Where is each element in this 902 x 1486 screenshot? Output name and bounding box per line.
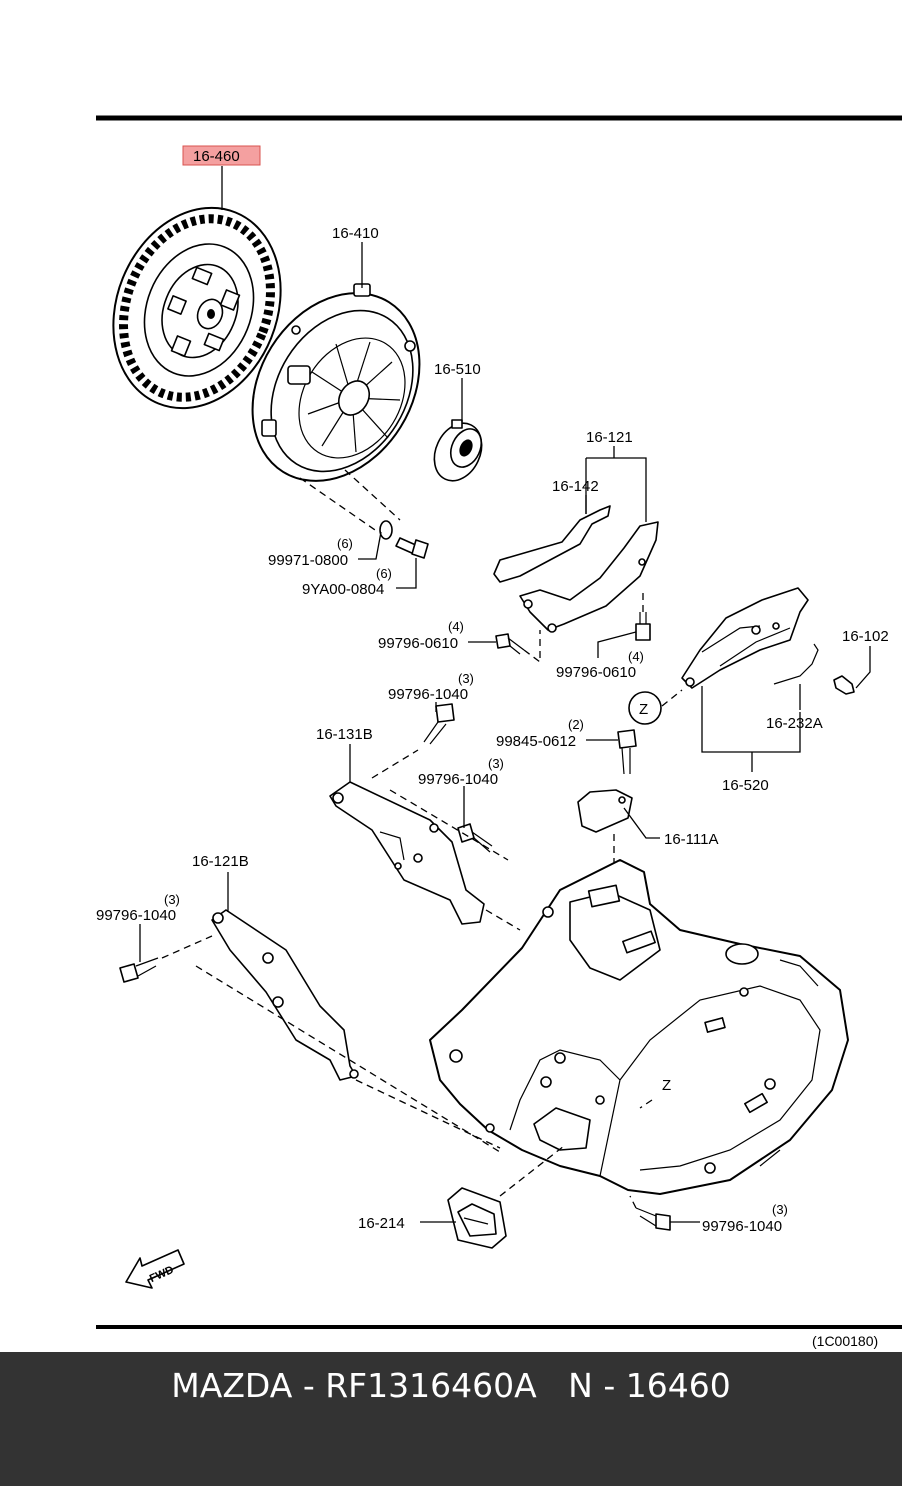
diagram-ref-code: (1C00180)	[812, 1333, 878, 1349]
label-16-510[interactable]: 16-510	[434, 361, 481, 378]
qty-99796-1040-d: (3)	[772, 1202, 788, 1217]
dashed-bracket-bolt-a	[523, 630, 541, 664]
qty-99796-1040-c: (3)	[164, 892, 180, 907]
label-99845-0612[interactable]: 99845-0612	[496, 733, 576, 750]
dashed-16131b-2	[389, 789, 509, 861]
label-16-460[interactable]: 16-460	[193, 148, 240, 165]
label-99796-1040-b[interactable]: 99796-1040	[418, 771, 498, 788]
footer-bar: MAZDA - RF1316460A N - 16460	[0, 1352, 902, 1486]
bracket-drawing-16121b	[211, 909, 359, 1081]
label-99796-0610-b[interactable]: 99796-0610	[556, 664, 636, 681]
dashed-16131b-1	[371, 749, 419, 779]
label-16-142[interactable]: 16-142	[552, 478, 599, 495]
lead-16520	[701, 686, 801, 772]
dashed-case-to-z	[639, 1099, 653, 1109]
dashed-bolt-to-case	[629, 1195, 637, 1209]
label-99796-1040-d[interactable]: 99796-1040	[702, 1218, 782, 1235]
release-cylinder-bracket-drawing	[493, 505, 659, 633]
label-16-121[interactable]: 16-121	[586, 429, 633, 446]
z-marker-2: Z	[662, 1077, 671, 1094]
lead-9ya00	[396, 558, 417, 589]
washer-drawing	[379, 520, 393, 540]
label-9ya00-0804[interactable]: 9YA00-0804	[302, 581, 384, 598]
dashed-16121b-1	[161, 935, 213, 959]
lead-16102	[855, 646, 871, 689]
dashed-plate-to-bolts	[299, 477, 379, 533]
label-99971-0800[interactable]: 99971-0800	[268, 552, 348, 569]
release-fork-drawing	[681, 587, 809, 689]
bolt-drawing-1040c	[119, 957, 159, 983]
boot-drawing-16214	[447, 1187, 507, 1249]
label-99796-1040-c[interactable]: 99796-1040	[96, 907, 176, 924]
fwd-arrow-icon	[125, 1249, 185, 1289]
clutch-disc-drawing	[112, 206, 282, 410]
label-16-520[interactable]: 16-520	[722, 777, 769, 794]
label-16-214[interactable]: 16-214	[358, 1215, 405, 1232]
label-16-232a[interactable]: 16-232A	[766, 715, 823, 732]
qty-99971-0800: (6)	[337, 536, 353, 551]
transaxle-case-drawing	[429, 859, 849, 1195]
dashed-16131b-3	[485, 909, 521, 931]
bolt-drawing-0610b	[635, 612, 651, 641]
qty-99796-1040-b: (3)	[488, 756, 504, 771]
pressure-plate-drawing	[251, 283, 421, 482]
dashed-fork-to-z	[661, 689, 683, 707]
bolt-drawing-1040d	[635, 1207, 671, 1231]
part-number-caption: MAZDA - RF1316460A N - 16460	[171, 1366, 731, 1405]
qty-99796-0610-a: (4)	[448, 619, 464, 634]
bolt-drawing-99845	[617, 729, 637, 775]
lead-99971	[358, 531, 382, 560]
qty-99796-0610-b: (4)	[628, 649, 644, 664]
lead-16111a	[623, 807, 660, 839]
bolt-drawing-1040b	[457, 823, 493, 853]
label-16-410[interactable]: 16-410	[332, 225, 379, 242]
label-16-111a[interactable]: 16-111A	[664, 831, 719, 848]
ref-circle-z-1	[628, 691, 662, 725]
qty-9ya00-0804: (6)	[376, 566, 392, 581]
dashed-boot-to-case	[499, 1145, 565, 1197]
qty-99796-1040-a: (3)	[458, 671, 474, 686]
bolt-drawing-0610a	[495, 633, 525, 655]
pivot-drawing-16102	[833, 675, 855, 695]
release-bearing-drawing	[433, 419, 483, 482]
lead-0610b	[597, 631, 637, 658]
label-99796-0610-a[interactable]: 99796-0610	[378, 635, 458, 652]
parts-diagram: 16-460 16-410 16-510 16-121 16-142 (6) 9…	[96, 115, 902, 1349]
label-16-102[interactable]: 16-102	[842, 628, 889, 645]
spring-drawing-16232a	[773, 643, 819, 685]
bolt-drawing-9ya00	[395, 537, 429, 559]
z-marker-1: Z	[639, 701, 648, 718]
label-16-131b[interactable]: 16-131B	[316, 726, 373, 743]
highlight-box	[182, 145, 261, 166]
cover-drawing-16111a	[577, 789, 633, 833]
bracket-drawing-16131b	[329, 781, 485, 925]
label-99796-1040-a[interactable]: 99796-1040	[388, 686, 468, 703]
dashed-plate-to-bolts-2	[344, 469, 401, 521]
dashed-16121b-3	[355, 1079, 501, 1149]
label-16-121b[interactable]: 16-121B	[192, 853, 249, 870]
bolt-drawing-1040a	[423, 703, 455, 745]
qty-99845-0612: (2)	[568, 717, 584, 732]
